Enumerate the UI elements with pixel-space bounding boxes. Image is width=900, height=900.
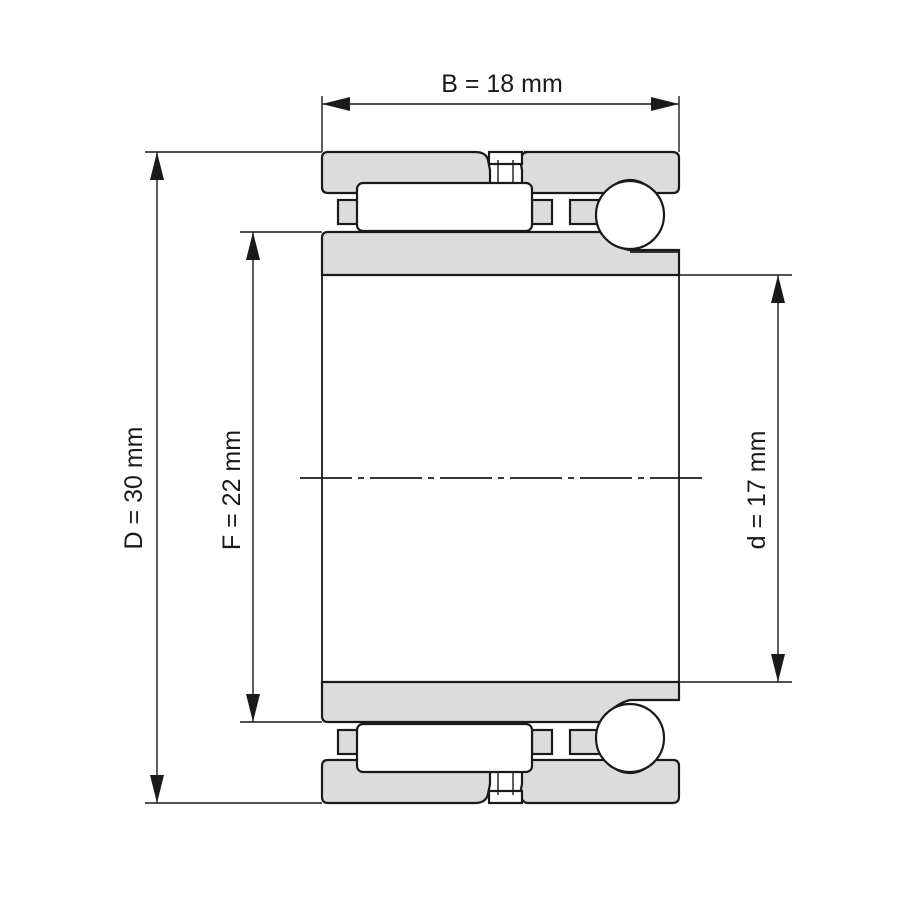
bearing-section-top [320, 150, 681, 277]
width-label: B = 18 mm [441, 70, 563, 98]
ball-top [594, 179, 666, 251]
raceway-diameter-label: F = 22 mm [218, 430, 246, 550]
cage-bar-bottom-1 [336, 728, 360, 756]
ball-bottom [594, 702, 666, 774]
cage-bar-top-3 [568, 198, 602, 226]
cage-bar-bottom-2 [530, 728, 554, 756]
dimension-width: B = 18 mm [321, 70, 680, 152]
needle-roller-bottom [355, 722, 534, 774]
outer-ring-bottom-right [518, 758, 681, 805]
lube-hole-bottom [487, 789, 524, 805]
outer-diameter-label: D = 30 mm [120, 427, 148, 550]
lube-hole-top [487, 150, 524, 166]
outer-ring-top-right [518, 150, 681, 195]
bearing-section-bottom [320, 680, 681, 805]
cage-bar-top-2 [530, 198, 554, 226]
cage-bar-top-1 [336, 198, 360, 226]
needle-roller-top [355, 181, 534, 233]
bore-diameter-label: d = 17 mm [743, 431, 771, 550]
dimension-bore-diameter: d = 17 mm [679, 274, 792, 683]
dimension-outer-diameter: D = 30 mm [120, 151, 322, 804]
dimension-raceway-diameter: F = 22 mm [218, 231, 322, 723]
